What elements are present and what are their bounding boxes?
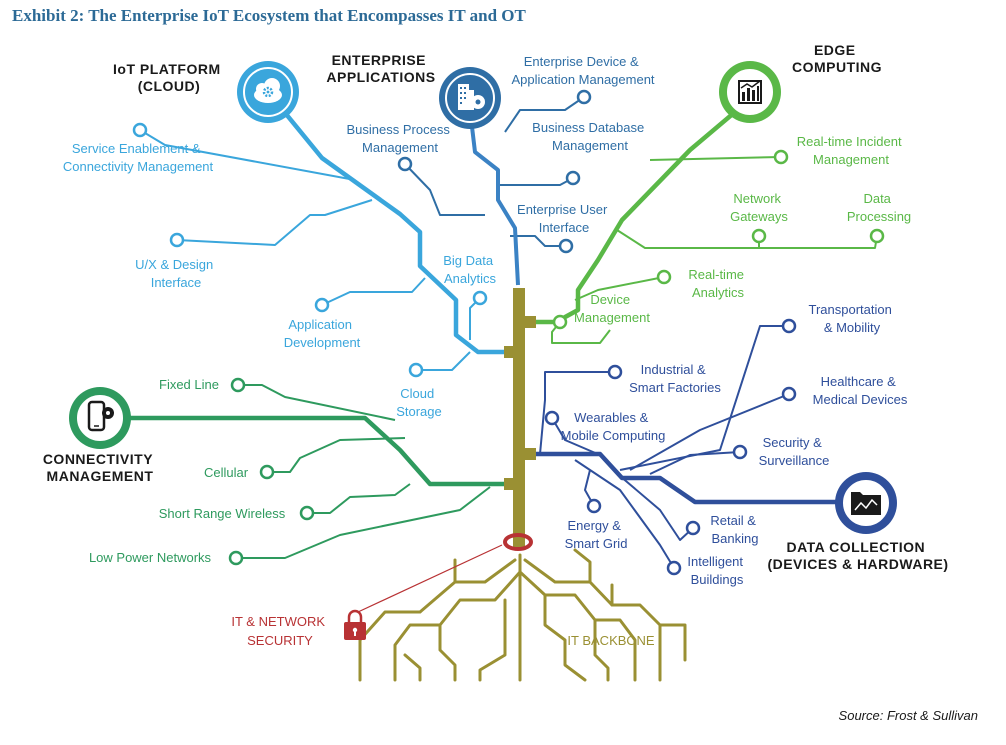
node-enterprise-user — [558, 238, 574, 254]
node-realtime-incident — [773, 149, 789, 165]
label-healthcare: Healthcare & Medical Devices — [813, 374, 908, 407]
node-healthcare — [781, 386, 797, 402]
label-big-data: Big Data Analytics — [443, 253, 497, 286]
node-security — [732, 444, 748, 460]
cloud-gear-icon — [254, 78, 282, 103]
label-data-processing: Data Processing — [847, 191, 911, 224]
cloud-nodes — [132, 122, 488, 378]
label-business-database: Business Database Management — [532, 120, 648, 153]
hub-label-data-collection: DATA COLLECTION (DEVICES & HARDWARE) — [767, 539, 948, 572]
label-network-gateways: Network Gateways — [730, 191, 788, 224]
label-it-network-security: IT & NETWORK SECURITY — [231, 614, 328, 648]
label-ux-design: U/X & Design Interface — [135, 257, 217, 290]
node-service-enablement — [132, 122, 148, 138]
hub-label-connectivity: CONNECTIVITY MANAGEMENT — [43, 451, 157, 484]
node-cellular — [259, 464, 275, 480]
node-network-gateways — [751, 228, 767, 244]
hub-label-edge: EDGE COMPUTING — [792, 42, 882, 75]
folder-chart-icon — [851, 492, 881, 515]
node-ux-design — [169, 232, 185, 248]
security-pointer — [357, 544, 503, 613]
bar-chart-icon — [738, 80, 762, 104]
node-enterprise-device — [576, 89, 592, 105]
node-energy — [586, 498, 602, 514]
node-business-database — [565, 170, 581, 186]
data-nodes — [544, 318, 797, 576]
hub-connectivity — [69, 387, 131, 449]
label-application-development: Application Development — [284, 317, 361, 350]
node-wearables — [544, 410, 560, 426]
enterprise-main-line — [468, 109, 520, 286]
node-industrial — [607, 364, 623, 380]
node-fixed-line — [230, 377, 246, 393]
hub-label-cloud: IoT PLATFORM (CLOUD) — [113, 61, 225, 94]
connectivity-nodes — [228, 377, 315, 566]
hub-enterprise — [439, 67, 501, 129]
backbone-roots — [358, 548, 687, 682]
node-retail — [685, 520, 701, 536]
hub-data-collection — [835, 472, 897, 534]
source-credit: Source: Frost & Sullivan — [838, 708, 978, 723]
label-security-surveillance: Security & Surveillance — [759, 435, 830, 468]
node-big-data — [472, 290, 488, 306]
label-transportation: Transportation & Mobility — [809, 302, 896, 335]
building-gear-icon — [458, 84, 485, 110]
label-realtime-analytics: Real-time Analytics — [688, 267, 747, 300]
cloud-branches — [139, 129, 481, 371]
label-enterprise-device: Enterprise Device & Application Manageme… — [511, 54, 654, 87]
hub-cloud — [237, 61, 299, 123]
node-business-process — [397, 156, 413, 172]
padlock-icon — [344, 609, 366, 640]
label-short-range-wireless: Short Range Wireless — [159, 506, 286, 521]
mobile-gear-icon — [87, 400, 114, 432]
label-enterprise-user: Enterprise User Interface — [517, 202, 611, 235]
hub-label-enterprise: ENTERPRISE APPLICATIONS — [326, 52, 435, 85]
label-industrial: Industrial & Smart Factories — [629, 362, 721, 395]
label-retail: Retail & Banking — [710, 513, 759, 546]
label-cloud-storage: Cloud Storage — [396, 386, 442, 419]
node-transportation — [781, 318, 797, 334]
edge-nodes — [552, 149, 885, 330]
hub-edge — [719, 61, 781, 123]
node-application-development — [314, 297, 330, 313]
label-device-management: Device Management — [574, 292, 650, 325]
label-cellular: Cellular — [204, 465, 249, 480]
node-cloud-storage — [408, 362, 424, 378]
label-fixed-line: Fixed Line — [159, 377, 219, 392]
label-realtime-incident: Real-time Incident Management — [797, 134, 905, 167]
cloud-main-line — [266, 90, 518, 355]
security-ring — [503, 533, 533, 551]
it-trunk — [504, 288, 536, 550]
label-business-process: Business Process Management — [347, 122, 454, 155]
enterprise-nodes — [397, 89, 592, 254]
label-wearables: Wearables & Mobile Computing — [561, 410, 666, 443]
exhibit-title: Exhibit 2: The Enterprise IoT Ecosystem … — [12, 6, 526, 25]
label-energy: Energy & Smart Grid — [565, 518, 628, 551]
node-short-range — [299, 505, 315, 521]
connectivity-main-line — [125, 415, 518, 487]
node-realtime-analytics — [656, 269, 672, 285]
label-intelligent-buildings: Intelligent Buildings — [687, 554, 746, 587]
label-service-enablement: Service Enablement & Connectivity Manage… — [63, 141, 214, 174]
label-it-backbone: IT BACKBONE — [567, 633, 655, 648]
connectivity-branches — [236, 384, 491, 559]
label-low-power-networks: Low Power Networks — [89, 550, 212, 565]
node-device-management — [552, 314, 568, 330]
node-data-processing — [869, 228, 885, 244]
data-main-line — [520, 451, 862, 505]
node-intelligent-buildings — [666, 560, 682, 576]
node-low-power — [228, 550, 244, 566]
